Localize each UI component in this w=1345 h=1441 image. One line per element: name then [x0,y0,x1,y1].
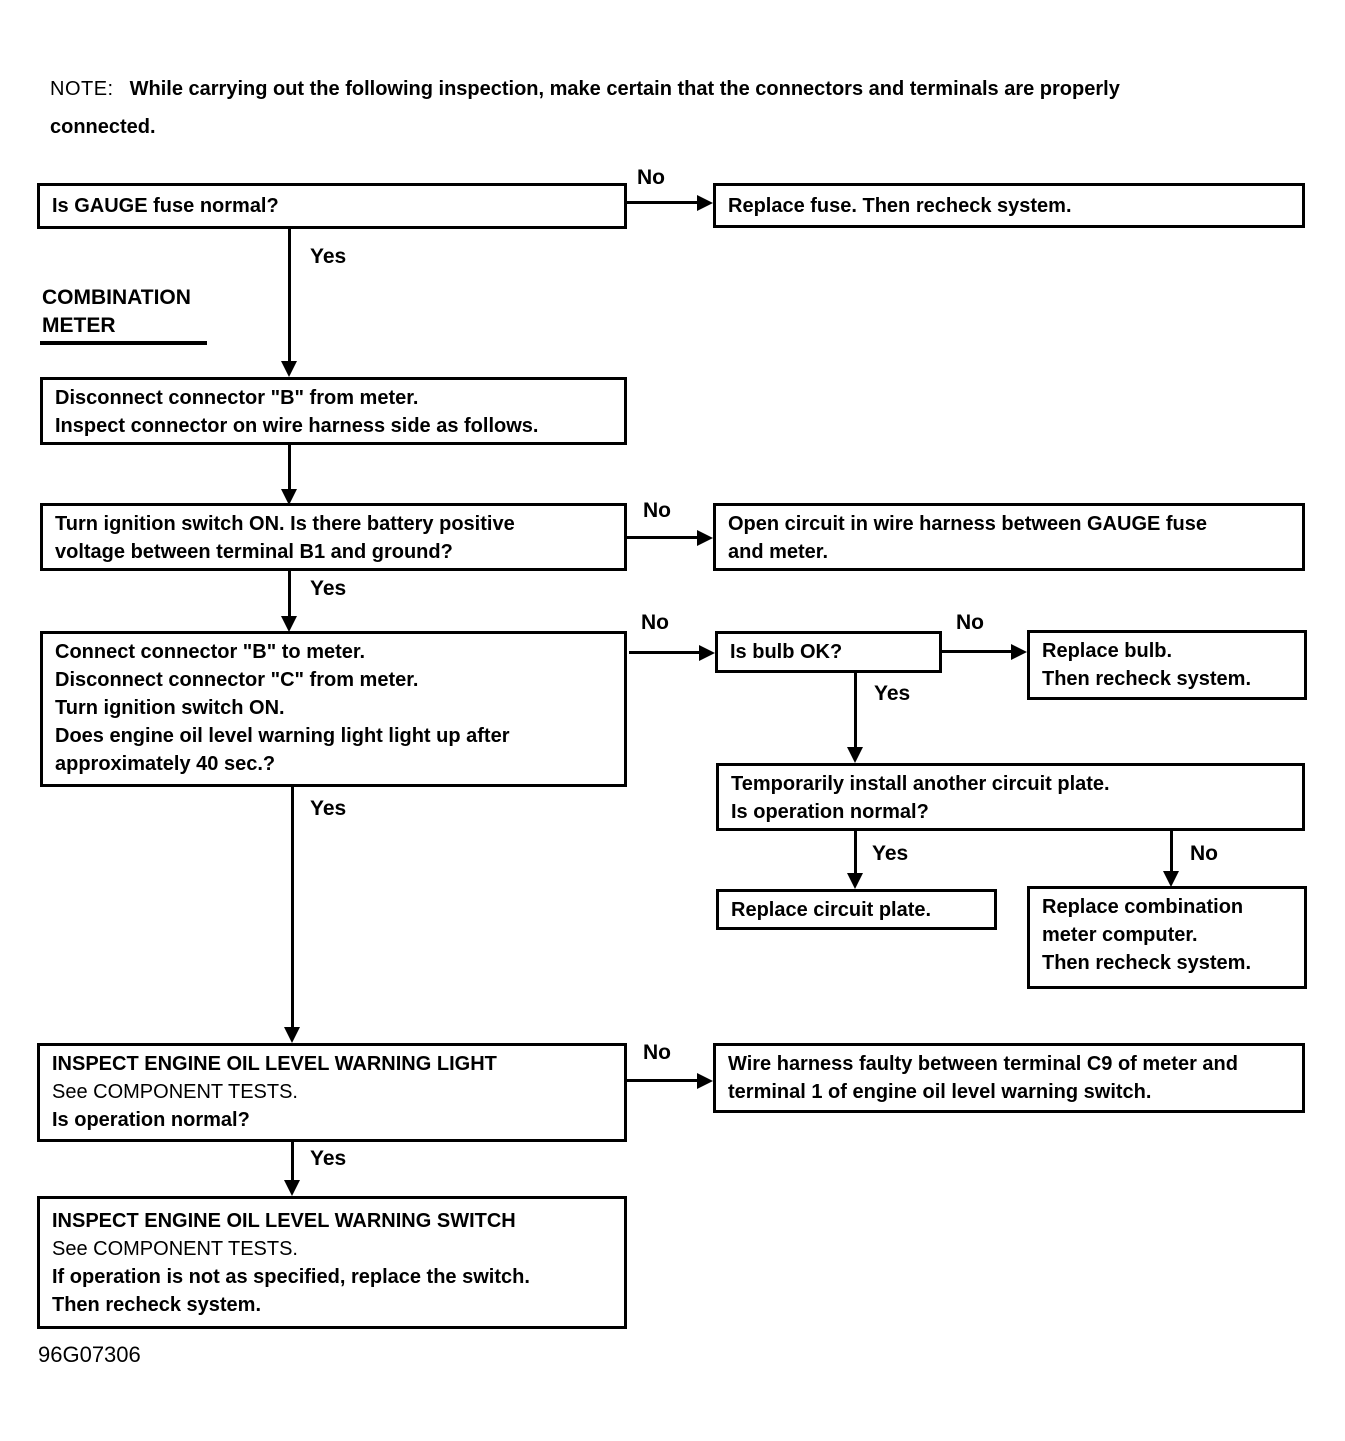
box-line: Is GAUGE fuse normal? [52,195,279,217]
yes-label-1: Yes [310,245,347,268]
box-line: Disconnect connector "B" from meter. [55,387,419,409]
box-line: Replace combination [1042,896,1244,918]
box-open-circuit: Open circuit in wire harness between GAU… [713,503,1305,571]
no-label-6: No [643,1041,671,1064]
box-line: Inspect connector on wire harness side a… [55,415,539,437]
arrow-line-no-3 [629,651,699,654]
arrowhead-down-icon [284,1180,300,1196]
box-line: Then recheck system. [1042,668,1251,690]
box-line: and meter. [728,541,829,563]
box-line: Open circuit in wire harness between GAU… [728,513,1208,535]
arrowhead-down-icon [281,616,297,632]
arrow-line-no-4 [942,650,1011,653]
box-inspect-warning-light: INSPECT ENGINE OIL LEVEL WARNING LIGHT S… [37,1043,627,1142]
box-bulb-check: Is bulb OK? [715,631,942,673]
arrow-line-2 [288,445,291,490]
section-underline [40,341,207,345]
note-line: connected. [50,116,156,138]
arrow-line-yes-3 [854,673,857,748]
box-replace-circuit-plate: Replace circuit plate. [716,889,997,930]
box-ignition-voltage-check: Turn ignition switch ON. Is there batter… [40,503,627,571]
box-circuit-plate-test: Temporarily install another circuit plat… [716,763,1305,831]
note-text: While carrying out the following inspect… [129,78,1120,100]
box-line: Temporarily install another circuit plat… [731,773,1110,795]
note: NOTE: While carrying out the following in… [50,70,1300,146]
no-label-1: No [637,166,665,189]
box-line: Connect connector "B" to meter. [55,641,366,663]
box-warning-light-check: Connect connector "B" to meter. Disconne… [40,631,627,787]
yes-label-6: Yes [310,1147,347,1170]
box-gauge-fuse-check: Is GAUGE fuse normal? [37,183,627,229]
section-label-line: METER [42,314,116,337]
box-line: Disconnect connector "C" from meter. [55,669,419,691]
no-label-3: No [641,611,669,634]
box-line: Does engine oil level warning light ligh… [55,725,510,747]
arrowhead-down-icon [847,873,863,889]
arrow-line-no-1 [627,201,697,204]
figure-code: 96G07306 [38,1342,141,1367]
box-line: See COMPONENT TESTS. [52,1081,298,1103]
box-line: Then recheck system. [1042,952,1251,974]
box-line: Replace bulb. [1042,640,1173,662]
arrow-line-yes-1 [288,229,291,362]
arrowhead-down-icon [281,361,297,377]
yes-label-2: Yes [310,577,347,600]
arrow-line-no-2 [627,536,697,539]
section-label: COMBINATION METER [42,284,191,340]
box-line: Turn ignition switch ON. [55,697,285,719]
arrowhead-down-icon [281,489,297,505]
note-line: NOTE: While carrying out the following in… [50,70,1300,108]
arrowhead-right-icon [697,530,713,546]
no-label-2: No [643,499,671,522]
box-line: Wire harness faulty between terminal C9 … [728,1053,1238,1075]
box-line: If operation is not as specified, replac… [52,1266,530,1288]
box-line: voltage between terminal B1 and ground? [55,541,453,563]
arrow-line-yes-5 [291,787,294,1028]
arrowhead-down-icon [847,747,863,763]
box-line: Then recheck system. [52,1294,261,1316]
yes-label-3: Yes [874,682,911,705]
arrowhead-right-icon [697,195,713,211]
box-replace-bulb: Replace bulb. Then recheck system. [1027,630,1307,700]
box-line: Is bulb OK? [730,641,843,663]
arrow-line-no-5 [1170,831,1173,872]
box-line: See COMPONENT TESTS. [52,1238,298,1260]
arrow-line-yes-6 [291,1142,294,1181]
arrow-line-no-6 [627,1079,697,1082]
yes-label-5: Yes [310,797,347,820]
box-disconnect-connector-b: Disconnect connector "B" from meter. Ins… [40,377,627,445]
no-label-4: No [956,611,984,634]
section-label-line: COMBINATION [42,286,191,309]
box-line: Is operation normal? [52,1109,250,1131]
box-line: terminal 1 of engine oil level warning s… [728,1081,1152,1103]
yes-label-4: Yes [872,842,909,865]
arrowhead-right-icon [699,645,715,661]
arrow-line-yes-4 [854,831,857,874]
box-line: Is operation normal? [731,801,929,823]
box-replace-fuse: Replace fuse. Then recheck system. [713,183,1305,228]
box-line: Replace fuse. Then recheck system. [728,194,1072,217]
box-line: Turn ignition switch ON. Is there batter… [55,513,515,535]
arrowhead-right-icon [1011,644,1027,660]
box-title: INSPECT ENGINE OIL LEVEL WARNING LIGHT [52,1053,497,1075]
arrowhead-down-icon [284,1027,300,1043]
box-replace-meter-computer: Replace combination meter computer. Then… [1027,886,1307,989]
box-line: approximately 40 sec.? [55,753,276,775]
note-label: NOTE: [50,78,114,100]
arrow-line-yes-2 [288,571,291,617]
box-line: Replace circuit plate. [731,898,932,921]
box-inspect-warning-switch: INSPECT ENGINE OIL LEVEL WARNING SWITCH … [37,1196,627,1329]
arrowhead-right-icon [697,1073,713,1089]
arrowhead-down-icon [1163,871,1179,887]
box-wire-harness-faulty: Wire harness faulty between terminal C9 … [713,1043,1305,1113]
box-title: INSPECT ENGINE OIL LEVEL WARNING SWITCH [52,1210,516,1232]
no-label-5: No [1190,842,1218,865]
box-line: meter computer. [1042,924,1198,946]
